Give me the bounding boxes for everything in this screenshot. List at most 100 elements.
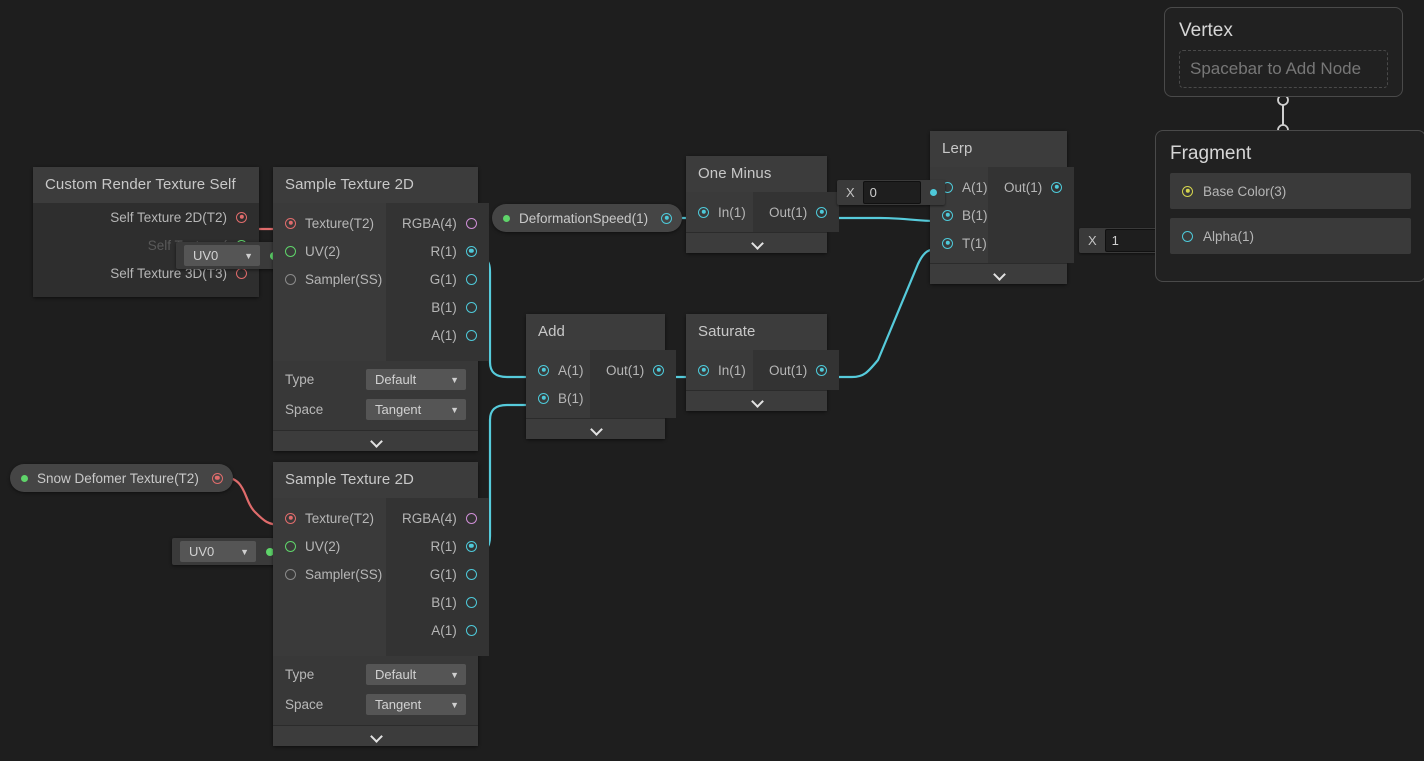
port-row-in[interactable]: In(1) [686,356,753,384]
port-dot-out[interactable] [653,364,665,376]
port-row-in[interactable]: In(1) [686,198,753,226]
node-sample-texture-2d-a[interactable]: Sample Texture 2D Texture(T2) UV(2) Samp… [273,167,489,451]
port-row-rgba[interactable]: RGBA(4) [386,209,489,237]
port-dot-b[interactable] [465,596,477,608]
node-custom-render-texture-self[interactable]: Custom Render Texture Self Self Texture … [33,167,259,297]
port-dot-texture[interactable] [285,512,296,524]
port-dot-self-texture-2d[interactable] [236,211,247,223]
node-sample-texture-2d-b[interactable]: Sample Texture 2D Texture(T2) UV(2) Samp… [273,462,489,746]
node-one-minus[interactable]: One Minus In(1) Out(1) [686,156,840,253]
port-dot-alpha[interactable] [1182,230,1193,242]
space-dropdown[interactable]: Tangent ▼ [366,399,466,420]
port-row-a[interactable]: A(1) [526,356,590,384]
uv-dropdown[interactable]: UV0 ▼ [180,541,256,562]
port-row-g[interactable]: G(1) [386,265,489,293]
block-base-color[interactable]: Base Color(3) [1170,173,1411,209]
port-row-b[interactable]: B(1) [386,293,489,321]
port-dot-texture[interactable] [285,217,296,229]
value-input-x[interactable]: 0 [862,181,921,204]
port-dot-sampler[interactable] [285,273,296,285]
port-dot-b[interactable] [465,301,477,313]
port-dot-a[interactable] [465,329,477,341]
port-dot-b[interactable] [942,209,953,221]
value-input-x[interactable]: 1 [1104,229,1163,252]
port-row-texture[interactable]: Texture(T2) [273,209,386,237]
property-node-deformation-speed[interactable]: DeformationSpeed(1) [492,204,683,232]
port-row-b[interactable]: B(1) [526,384,590,412]
block-label: Alpha(1) [1203,228,1255,244]
port-row-out[interactable]: Out(1) [988,173,1074,201]
port-dot-r[interactable] [465,245,477,257]
port-dot-g[interactable] [465,273,477,285]
port-row-r[interactable]: R(1) [386,237,489,265]
collapse-toggle[interactable] [686,232,827,253]
uv-dropdown[interactable]: UV0 ▼ [184,245,260,266]
port-dot-base-color[interactable] [1182,185,1193,197]
port-row-b[interactable]: B(1) [386,588,489,616]
port-dot-t[interactable] [942,237,953,249]
node-lerp[interactable]: Lerp A(1) B(1) T(1) Out(1) [930,131,1075,284]
port-row-out[interactable]: Out(1) [753,356,839,384]
port-dot-out[interactable] [1051,181,1063,193]
port-label: B(1) [962,207,988,223]
chevron-down-icon [370,733,382,740]
port-row-sampler[interactable]: Sampler(SS) [273,560,386,588]
node-settings: Type Default ▼ Space Tangent ▼ [273,361,478,430]
master-stack-fragment[interactable]: Fragment Base Color(3) Alpha(1) [1155,130,1424,282]
port-dot-a[interactable] [538,364,549,376]
port-dot-in[interactable] [698,364,709,376]
port-dot-self-texture-3d[interactable] [236,267,247,279]
uv-output-dot[interactable] [266,547,274,556]
port-dot-rgba[interactable] [465,217,477,229]
type-dropdown[interactable]: Default ▼ [366,369,466,390]
property-node-snow-deformer-texture[interactable]: Snow Defomer Texture(T2) [10,464,233,492]
axis-label-x: X [1088,233,1097,248]
inline-output-dot[interactable] [929,189,937,196]
collapse-toggle[interactable] [526,418,665,439]
port-label: Texture(T2) [305,510,375,526]
port-dot-in[interactable] [698,206,709,218]
port-dot-g[interactable] [465,568,477,580]
port-dot-out[interactable] [816,206,828,218]
port-row-uv[interactable]: UV(2) [273,532,386,560]
collapse-toggle[interactable] [273,725,478,746]
node-add[interactable]: Add A(1) B(1) Out(1) [526,314,677,439]
port-row-a[interactable]: A(1) [386,616,489,644]
type-dropdown[interactable]: Default ▼ [366,664,466,685]
port-row-out[interactable]: Out(1) [590,356,676,384]
port-row-texture[interactable]: Texture(T2) [273,504,386,532]
port-row-out[interactable]: Out(1) [753,198,839,226]
inline-value-lerp-a[interactable]: X 0 [837,180,945,205]
collapse-toggle[interactable] [686,390,827,411]
port-row-r[interactable]: R(1) [386,532,489,560]
port-dot-uv[interactable] [285,540,296,552]
master-stack-vertex[interactable]: Vertex Spacebar to Add Node [1164,7,1403,97]
uv-channel-widget-crt[interactable]: UV0 ▼ [176,242,285,269]
port-dot-uv[interactable] [285,245,296,257]
collapse-toggle[interactable] [930,263,1067,284]
port-row-t[interactable]: T(1) [930,229,988,257]
space-dropdown[interactable]: Tangent ▼ [366,694,466,715]
port-row-g[interactable]: G(1) [386,560,489,588]
port-row-uv[interactable]: UV(2) [273,237,386,265]
port-row-self-texture-2d[interactable]: Self Texture 2D(T2) [33,203,259,231]
port-label: G(1) [429,566,457,582]
port-dot-deformation-speed[interactable] [661,212,673,224]
block-alpha[interactable]: Alpha(1) [1170,218,1411,254]
port-row-sampler[interactable]: Sampler(SS) [273,265,386,293]
node-saturate[interactable]: Saturate In(1) Out(1) [686,314,840,411]
port-row-rgba[interactable]: RGBA(4) [386,504,489,532]
port-row-b[interactable]: B(1) [930,201,988,229]
port-dot-out[interactable] [816,364,828,376]
port-dot-sampler[interactable] [285,568,296,580]
collapse-toggle[interactable] [273,430,478,451]
port-dot-r[interactable] [465,540,477,552]
add-node-slot[interactable]: Spacebar to Add Node [1179,50,1388,88]
port-row-a[interactable]: A(1) [386,321,489,349]
port-dot-b[interactable] [538,392,549,404]
uv-channel-widget-sample-b[interactable]: UV0 ▼ [172,538,281,565]
port-dot-a[interactable] [465,624,477,636]
port-dot-rgba[interactable] [465,512,477,524]
port-dot-snow-deformer-texture[interactable] [211,472,223,484]
